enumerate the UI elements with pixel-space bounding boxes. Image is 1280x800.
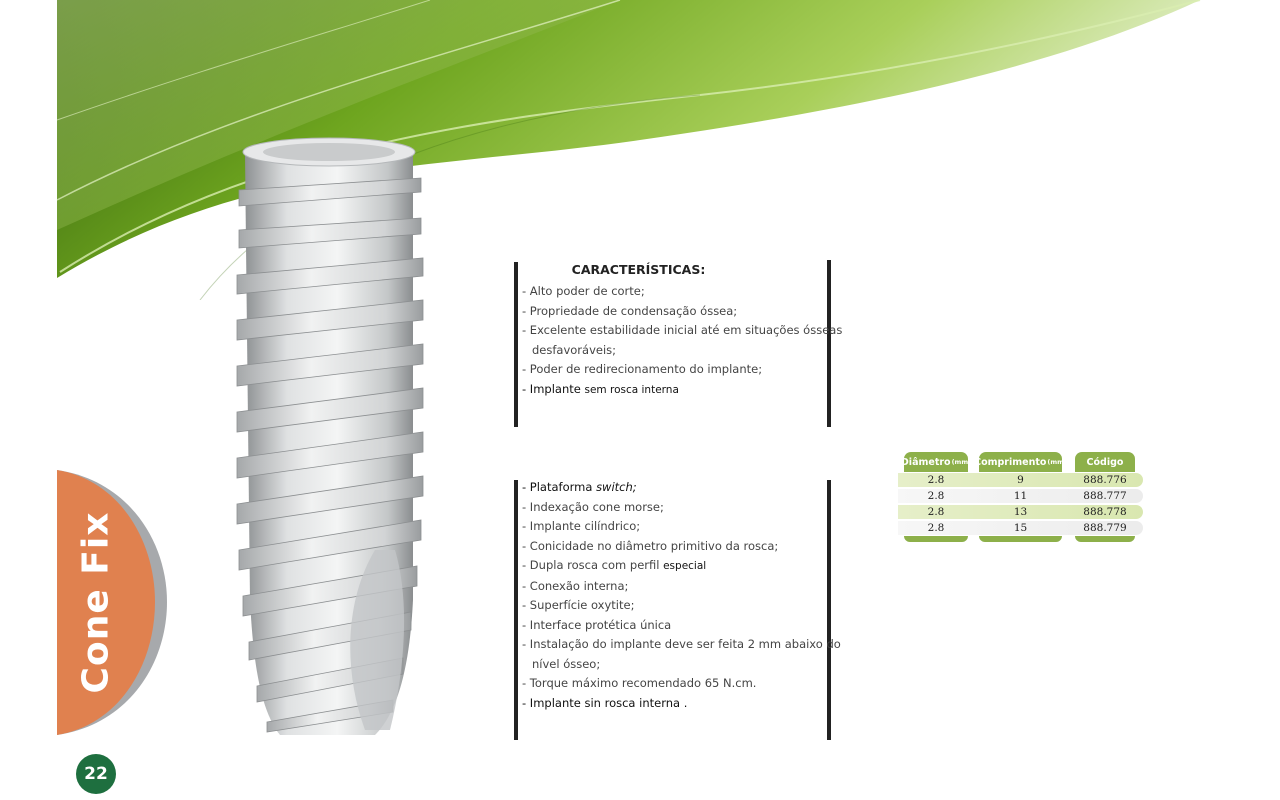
list-item: - Interface protética única (522, 617, 672, 632)
dental-implant-image (236, 137, 424, 735)
table-cell: 888.778 (1083, 506, 1127, 518)
characteristics-list: - Alto poder de corte; - Propriedade de … (516, 282, 846, 400)
table-cell: 2.8 (927, 474, 945, 486)
table-cell: 888.779 (1083, 522, 1127, 534)
features-list: - Plataforma switch; - Indexação cone mo… (516, 478, 846, 713)
table-header-length: Comprimento(mm) (974, 452, 1067, 472)
list-item: - Implante sin rosca interna . (522, 695, 688, 710)
table-cell: 13 (1013, 506, 1028, 518)
list-item: - Torque máximo recomendado 65 N.cm. (522, 676, 757, 690)
list-item: desfavoráveis; (532, 342, 617, 357)
table-row: 2.8 11 888.777 (898, 489, 1143, 503)
leaf-banner-image (56, 0, 1201, 300)
page-number-badge: 22 (76, 754, 116, 794)
list-item: - Implante sem rosca interna (522, 381, 679, 396)
left-bracket (514, 262, 518, 427)
table-cell: 2.8 (927, 506, 945, 518)
table-cell: 888.776 (1083, 474, 1127, 486)
left-bracket (514, 480, 518, 740)
list-item: - Poder de redirecionamento do implante; (522, 362, 763, 376)
features-box: - Plataforma switch; - Indexação cone mo… (516, 478, 846, 713)
table-cell: 2.8 (927, 490, 945, 502)
list-item: - Excelente estabilidade inicial até em … (522, 323, 843, 337)
list-item: - Conexão interna; (522, 578, 629, 593)
table-header-code: Código (1075, 452, 1135, 472)
table-row: 2.8 13 888.778 (898, 505, 1143, 519)
table-cell: 9 (1017, 474, 1024, 486)
table-cell: 11 (1013, 490, 1028, 502)
side-tab-label: Cone Fix (75, 511, 117, 694)
characteristics-title: CARACTERÍSTICAS: (571, 262, 706, 277)
list-item: - Conicidade no diâmetro primitivo da ro… (522, 538, 779, 553)
list-item: - Instalação do implante deve ser feita … (522, 637, 841, 651)
table-cell: 15 (1013, 522, 1028, 534)
list-item: nível ósseo; (532, 656, 601, 671)
table-footer-bar (1075, 536, 1135, 542)
table-row: 2.8 15 888.779 (898, 521, 1143, 535)
table-cell: 2.8 (927, 522, 945, 534)
list-item: - Plataforma switch; (522, 480, 637, 494)
table-footer-bar (904, 536, 968, 542)
list-item: - Alto poder de corte; (522, 284, 645, 298)
list-item: - Implante cilíndrico; (522, 519, 641, 533)
list-item: - Superfície oxytite; (522, 598, 635, 612)
side-tab-shape (57, 470, 167, 735)
right-bracket (827, 480, 831, 740)
list-item: - Propriedade de condensação óssea; (522, 303, 738, 318)
table-footer-bar (979, 536, 1062, 542)
characteristics-box: CARACTERÍSTICAS: - Alto poder de corte; … (516, 262, 846, 400)
table-header-diameter: Diâmetro(mm) (901, 452, 971, 472)
list-item: - Indexação cone morse; (522, 499, 664, 514)
list-item: - Dupla rosca com perfil especial (522, 558, 707, 572)
table-cell: 888.777 (1083, 490, 1127, 502)
right-bracket (827, 260, 831, 427)
table-row: 2.8 9 888.776 (898, 473, 1143, 487)
